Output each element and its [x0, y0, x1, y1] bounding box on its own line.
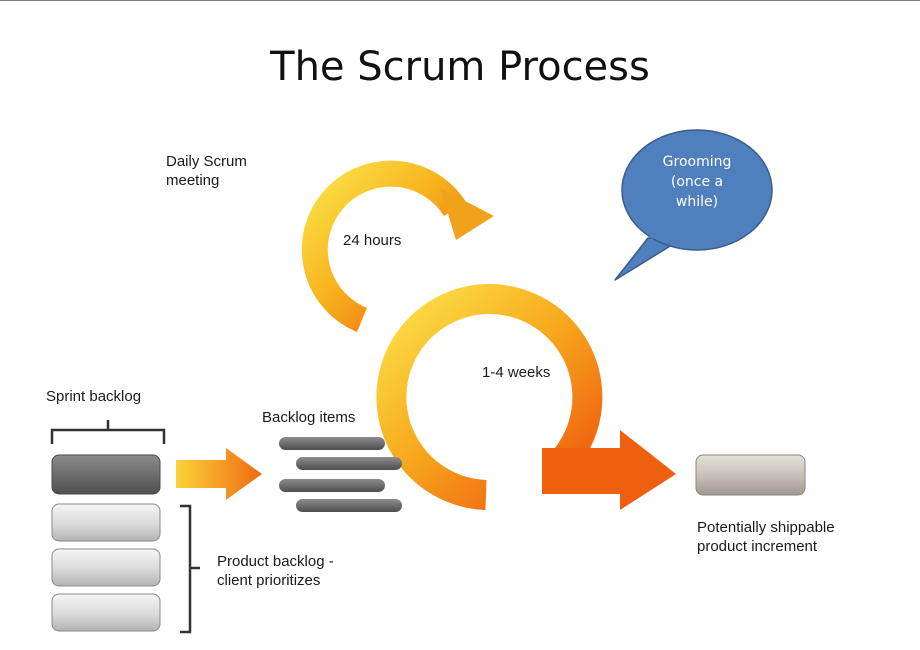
backlog-item-bar	[296, 457, 402, 470]
backlog-transfer-arrow	[176, 448, 262, 500]
backlog-items	[279, 437, 402, 512]
backlog-item-bar	[296, 499, 402, 512]
shippable-increment-bar	[695, 454, 806, 496]
shippable-label-line1: Potentially shippable	[697, 519, 835, 536]
product-backlog-bar	[51, 593, 161, 632]
page-title: The Scrum Process	[270, 44, 650, 90]
daily-scrum-label-line1: Daily Scrum	[166, 153, 247, 170]
product-backlog-label-line2: client prioritizes	[217, 572, 321, 589]
grooming-callout-text: Grooming (once a while)	[643, 152, 751, 212]
hours-label: 24 hours	[343, 232, 402, 249]
product-backlog-bar	[51, 548, 161, 587]
product-backlog-label: Product backlog - client prioritizes	[217, 552, 334, 590]
daily-scrum-label: Daily Scrum meeting	[166, 152, 247, 190]
weeks-label: 1-4 weeks	[482, 364, 551, 381]
sprint-backlog-bracket	[50, 420, 166, 444]
shippable-label-line2: product increment	[697, 538, 818, 555]
product-backlog-bracket	[180, 504, 200, 634]
sprint-backlog-label: Sprint backlog	[46, 388, 142, 405]
top-rule	[0, 0, 920, 1]
grooming-callout	[614, 129, 773, 281]
backlog-items-label: Backlog items	[262, 409, 356, 426]
product-backlog-label-line1: Product backlog -	[217, 553, 334, 570]
backlog-item-bar	[279, 437, 385, 450]
grooming-callout-line1: Grooming	[662, 154, 732, 170]
shippable-label: Potentially shippable product increment	[697, 518, 835, 556]
backlog-item-bar	[279, 479, 385, 492]
grooming-callout-line2: (once a	[670, 174, 724, 190]
product-backlog-bar	[51, 503, 161, 542]
daily-scrum-label-line2: meeting	[166, 172, 220, 189]
sprint-cycle-arrow	[376, 284, 676, 510]
sprint-backlog-bar	[51, 454, 161, 495]
daily-cycle-arrow	[301, 160, 494, 333]
grooming-callout-line3: while)	[675, 194, 719, 210]
